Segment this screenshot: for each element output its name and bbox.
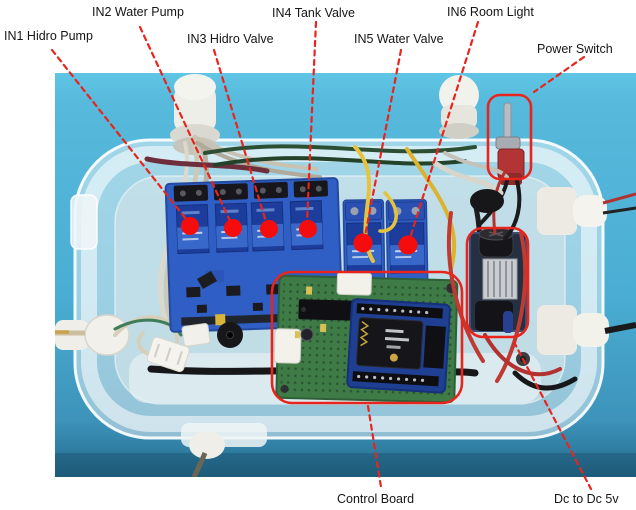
label-in6-room-light: IN6 Room Light bbox=[447, 5, 534, 19]
label-in3-hidro-valve: IN3 Hidro Valve bbox=[187, 32, 274, 46]
box-latch bbox=[70, 194, 98, 250]
label-in2-water-pump: IN2 Water Pump bbox=[92, 5, 184, 19]
cable-gland-bottom bbox=[189, 431, 225, 477]
heatsink bbox=[482, 258, 518, 300]
control-board bbox=[273, 271, 459, 404]
cable-gland-right-upper bbox=[537, 187, 636, 235]
label-in4-tank-valve: IN4 Tank Valve bbox=[272, 6, 355, 20]
label-in1-hidro-pump: IN1 Hidro Pump bbox=[4, 29, 93, 43]
label-in5-water-valve: IN5 Water Valve bbox=[354, 32, 444, 46]
dcdc-converter bbox=[469, 227, 527, 333]
relay-module-in6 bbox=[385, 198, 429, 290]
white-connector-top bbox=[336, 271, 372, 296]
label-power-switch: Power Switch bbox=[537, 42, 613, 56]
enclosure-photo bbox=[55, 73, 636, 477]
label-dc-to-dc-5v: Dc to Dc 5v bbox=[554, 492, 619, 506]
label-control-board: Control Board bbox=[337, 492, 415, 506]
buzzer bbox=[217, 322, 243, 348]
black-dome-component bbox=[470, 189, 504, 213]
cable-gland-left bbox=[55, 314, 130, 356]
zip-tie bbox=[197, 271, 217, 289]
cable-gland-top-right bbox=[439, 75, 479, 139]
esp8266-module bbox=[346, 298, 451, 394]
white-connectors bbox=[146, 323, 211, 373]
